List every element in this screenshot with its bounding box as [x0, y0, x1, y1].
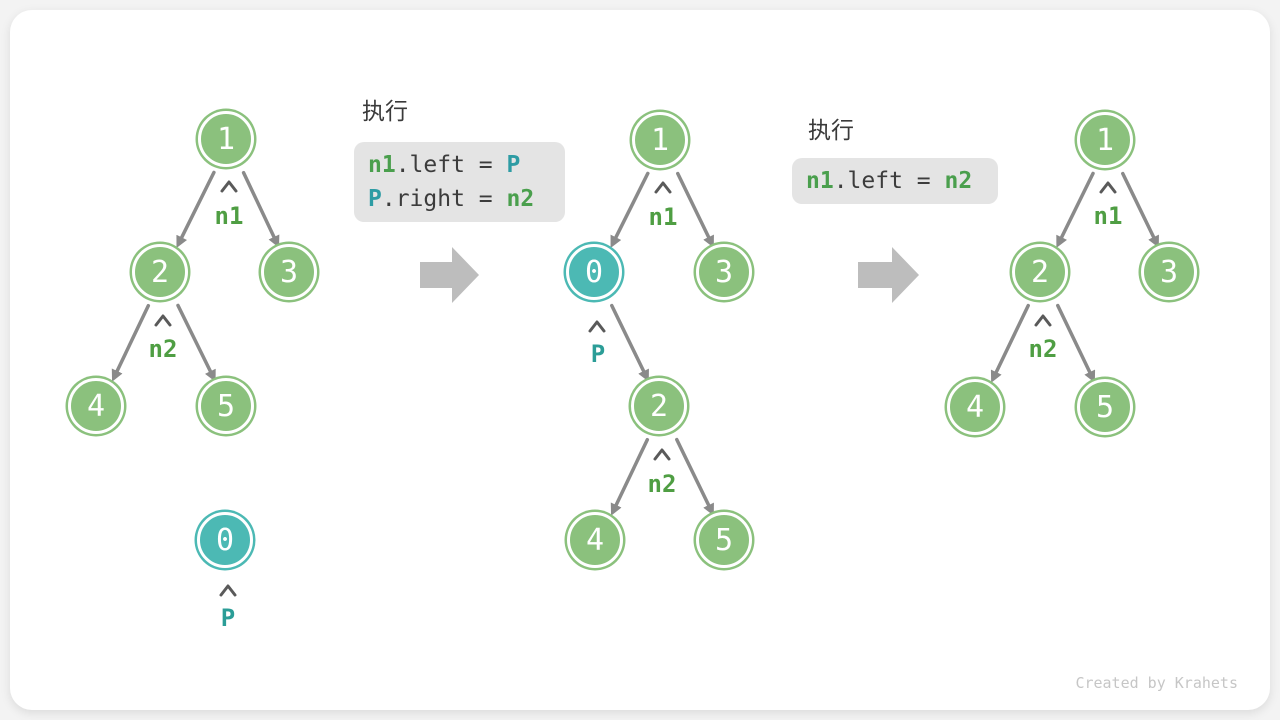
edge-2-5 — [675, 437, 714, 516]
tree2-node-3: 3 — [696, 244, 752, 300]
pointer-caret-icons — [154, 180, 1117, 597]
tree3-node-1: 1 — [1077, 112, 1133, 168]
tree3-node-3: 3 — [1141, 244, 1197, 300]
edge-1-3 — [676, 171, 714, 248]
node-value: 3 — [279, 254, 299, 290]
code-token: .left = — [395, 152, 507, 178]
node-value: 3 — [1159, 254, 1179, 290]
panel1-codebox: n1.left = P P.right = n2 — [354, 142, 565, 222]
code-token: n2 — [506, 186, 535, 212]
caret-up-icon — [220, 180, 238, 193]
edge-2-5 — [176, 303, 216, 382]
panel2-title: 执行 — [808, 117, 854, 143]
edge-1-3 — [241, 170, 280, 248]
tree2-node-5: 5 — [696, 512, 752, 568]
edge-2-4 — [610, 437, 650, 516]
code-token: .left = — [833, 168, 945, 194]
tree2-node-0: 0 — [566, 244, 622, 300]
code-token: n1 — [368, 152, 396, 178]
tree2-pointer-n2: n2 — [647, 470, 677, 498]
edge-1-2 — [1056, 171, 1095, 248]
code-line-1: n1.left = n2 — [806, 164, 984, 198]
tree3-pointer-n1: n1 — [1093, 202, 1123, 230]
tree1-node-2: 2 — [132, 244, 188, 300]
node-value: 1 — [216, 121, 236, 157]
tree1-node-3: 3 — [261, 244, 317, 300]
node-value: 2 — [150, 254, 170, 290]
edge-2-4 — [111, 303, 151, 382]
caret-up-icon — [154, 314, 172, 327]
tree1-edges — [111, 170, 280, 382]
node-value: 5 — [714, 522, 734, 558]
edge-1-0 — [610, 171, 650, 248]
block-arrow-right-icon — [858, 247, 919, 303]
tree2-pointer-P: P — [590, 340, 606, 368]
caret-up-icon — [219, 584, 237, 597]
tree3-node-2: 2 — [1012, 244, 1068, 300]
node-value: 1 — [650, 122, 670, 158]
code-token: P — [506, 152, 521, 178]
watermark-credit: Created by Krahets — [1075, 674, 1238, 692]
node-value: 0 — [215, 522, 235, 558]
tree1-pointer-P: P — [220, 604, 236, 632]
caret-up-icon — [653, 448, 671, 461]
caret-up-icon — [1034, 314, 1052, 327]
edge-2-4 — [990, 303, 1030, 383]
edge-2-5 — [1056, 303, 1096, 383]
tree1-node-5: 5 — [198, 378, 254, 434]
caret-up-icon — [654, 181, 672, 194]
node-value: 5 — [216, 388, 236, 424]
caret-up-icon — [1099, 181, 1117, 194]
code-line-1: n1.left = P — [368, 148, 551, 182]
code-line-2: P.right = n2 — [368, 182, 551, 216]
node-value: 4 — [965, 389, 985, 425]
node-value: 0 — [584, 254, 604, 290]
node-value: 2 — [1030, 254, 1050, 290]
tree1-node-4: 4 — [68, 378, 124, 434]
tree1-pointer-n2: n2 — [148, 335, 178, 363]
node-value: 4 — [585, 522, 605, 558]
tree2-node-4: 4 — [567, 512, 623, 568]
panel1-title: 执行 — [362, 98, 408, 124]
code-token: n1 — [806, 168, 834, 194]
code-token: n2 — [944, 168, 973, 194]
code-token: .right = — [381, 186, 507, 212]
edge-0-2 — [610, 303, 649, 382]
step-arrow-icons — [420, 247, 919, 303]
tree1-pointer-n1: n1 — [214, 202, 244, 230]
edge-1-3 — [1121, 171, 1159, 248]
tree2-edges — [610, 171, 714, 516]
node-value: 3 — [714, 254, 734, 290]
tree3-edges — [990, 171, 1159, 383]
tree3-node-4: 4 — [947, 379, 1003, 435]
tree1-node-0: 0 — [197, 512, 253, 568]
tree2-node-2: 2 — [631, 378, 687, 434]
block-arrow-right-icon — [420, 247, 479, 303]
code-token: P — [368, 186, 382, 212]
node-value: 4 — [86, 388, 106, 424]
tree3-pointer-n2: n2 — [1028, 335, 1058, 363]
tree1-node-1: 1 — [198, 111, 254, 167]
panel2-codebox: n1.left = n2 — [792, 158, 998, 204]
edge-1-2 — [176, 170, 216, 248]
tree2-pointer-n1: n1 — [648, 203, 678, 231]
node-value: 1 — [1095, 122, 1115, 158]
node-value: 5 — [1095, 389, 1115, 425]
tree3-node-5: 5 — [1077, 379, 1133, 435]
node-value: 2 — [649, 388, 669, 424]
caret-up-icon — [588, 320, 606, 333]
tree2-node-1: 1 — [632, 112, 688, 168]
